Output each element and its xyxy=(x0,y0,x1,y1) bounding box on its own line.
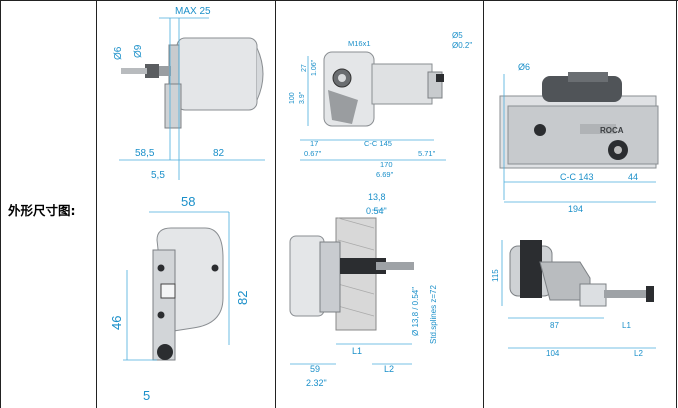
dim-l1: L1 xyxy=(352,346,362,356)
table-border-top xyxy=(0,0,678,1)
drawing-2: M16x1 Ø5 Ø0.2" 27 1.06" 100 3.9" 17 0.67… xyxy=(289,31,472,388)
drawing-cell-2: M16x1 Ø5 Ø0.2" 27 1.06" 100 3.9" 17 0.67… xyxy=(276,0,483,408)
dim-669: 6.69" xyxy=(376,170,394,179)
motor-shaft-view xyxy=(509,240,654,307)
dim-067: 0.67" xyxy=(304,149,322,158)
motor-wall-view xyxy=(289,217,414,331)
dim-054: 0.54" xyxy=(366,206,387,216)
dim-44: 44 xyxy=(628,172,638,182)
dim-splines: Std.splines z=72 xyxy=(429,285,438,344)
dim-d6: Ø6 xyxy=(113,46,124,60)
dim-d9: Ø9 xyxy=(133,44,144,58)
dim-55: 5,5 xyxy=(151,170,165,181)
brand-label: ROCA xyxy=(600,126,624,135)
dim-cc145: C-C 145 xyxy=(364,139,392,148)
dim-l1-c3: L1 xyxy=(622,321,631,330)
dim-104: 104 xyxy=(546,349,560,358)
dim-cc143: C-C 143 xyxy=(560,172,594,182)
table-divider-2 xyxy=(275,0,276,408)
motor-side-view xyxy=(121,37,264,129)
dim-194: 194 xyxy=(568,204,583,214)
drawing-1: MAX 25 Ø6 Ø9 58,5 82 5,5 58 82 46 xyxy=(109,6,265,403)
dim-82b: 82 xyxy=(235,291,250,305)
table-divider-3 xyxy=(483,0,484,408)
dim-46: 46 xyxy=(109,316,124,330)
table-border-right xyxy=(676,0,677,408)
dim-d5: Ø5 xyxy=(452,31,463,40)
drawing-3: ROCA Ø6 C-C 143 44 194 115 87 L1 1 xyxy=(491,62,659,358)
dim-585: 58,5 xyxy=(135,148,155,159)
dim-l2-c3: L2 xyxy=(634,349,643,358)
dim-170: 170 xyxy=(380,160,393,169)
dim-82: 82 xyxy=(213,148,225,159)
dim-106: 1.06" xyxy=(311,59,318,76)
dim-17: 17 xyxy=(310,139,318,148)
bracket-front-view xyxy=(152,227,224,361)
table-divider-1 xyxy=(96,0,97,408)
dim-232: 2.32" xyxy=(306,378,327,388)
dim-5: 5 xyxy=(143,388,150,403)
dim-shaft: Ø 13,8 / 0.54" xyxy=(411,287,420,336)
dim-571: 5.71" xyxy=(418,149,436,158)
motor-iso-view xyxy=(499,72,659,169)
drawing-cell-1: MAX 25 Ø6 Ø9 58,5 82 5,5 58 82 46 xyxy=(97,0,275,408)
dim-39: 3.9" xyxy=(299,91,306,104)
dim-115: 115 xyxy=(491,269,500,282)
dim-27: 27 xyxy=(301,64,308,72)
dim-d6-c3: Ø6 xyxy=(518,62,530,72)
dim-138: 13,8 xyxy=(368,192,386,202)
dim-59: 59 xyxy=(310,364,320,374)
dim-l2: L2 xyxy=(384,364,394,374)
thread-label: M16x1 xyxy=(348,39,371,48)
dim-87: 87 xyxy=(550,321,559,330)
dim-max: MAX 25 xyxy=(175,6,211,17)
row-label: 外形尺寸图: xyxy=(8,203,76,218)
table-border-left xyxy=(0,0,1,408)
motor-top-view xyxy=(323,51,444,127)
dim-100: 100 xyxy=(289,92,296,104)
dim-58: 58 xyxy=(181,194,195,209)
drawing-cell-3: ROCA Ø6 C-C 143 44 194 115 87 L1 1 xyxy=(484,0,676,408)
dim-d5-in: Ø0.2" xyxy=(452,41,472,50)
